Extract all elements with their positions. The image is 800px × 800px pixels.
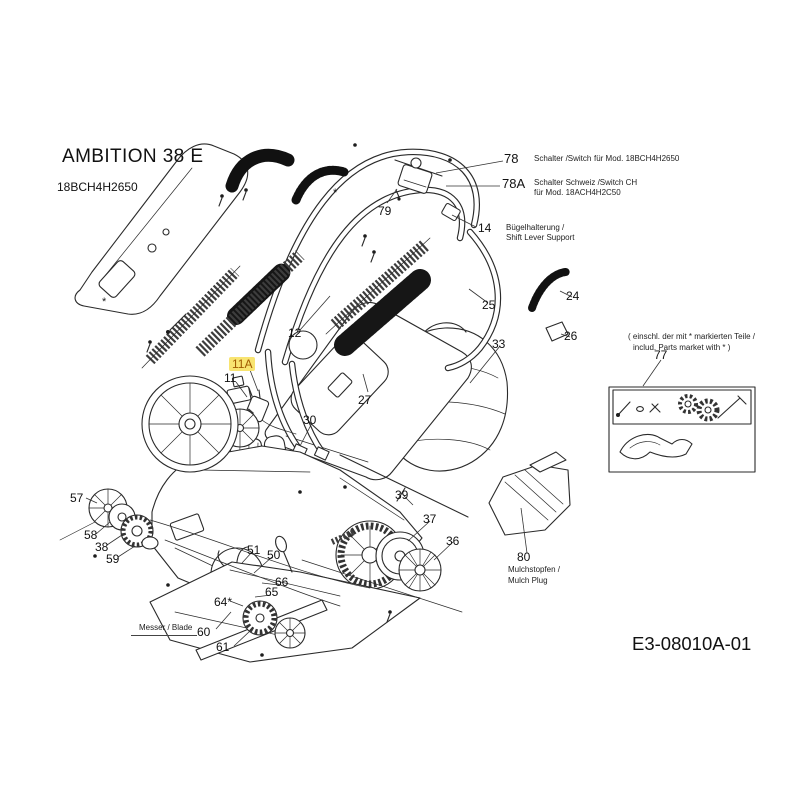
lower-handle-tubes [264,348,330,461]
callout-77[interactable]: 77 [654,348,668,362]
hardware-bits: * * [93,143,452,657]
note-included-1: ( einschl. der mit * markierten Teile / [628,332,756,341]
axle-rod [339,454,469,518]
callout-12[interactable]: 12 [288,326,302,340]
page-title: AMBITION 38 E [62,146,204,167]
control-panel-housing [74,143,349,315]
note-included-2: includ. Parts market with * ) [633,343,731,352]
callout-24[interactable]: 24 [566,289,580,303]
callout-58[interactable]: 58 [84,528,98,542]
note-mulch-1: Mulchstopfen / [508,565,561,574]
right-wheel-stack [335,520,442,592]
callout-64[interactable]: 64* [214,595,233,609]
callout-65[interactable]: 65 [265,585,279,599]
note-switch-model: für Mod. 18BCH4H2650 [594,154,680,163]
callout-36[interactable]: 36 [446,534,460,548]
parts-kit-box [608,386,756,473]
callout-14[interactable]: 14 [478,221,492,235]
callout-11[interactable]: 11 [224,371,237,385]
svg-text:*: * [333,187,338,199]
callout-33[interactable]: 33 [492,337,506,351]
callout-25[interactable]: 25 [482,298,496,312]
note-switch-ch-2: für Mod. 18ACH4H2C50 [534,188,621,197]
shift-lever-support [441,202,461,222]
rear-strip-parts [528,268,570,342]
upper-cover-panel [264,302,472,481]
note-shift-lever-2: Shift Lever Support [506,233,575,242]
callout-37[interactable]: 37 [423,512,437,526]
model-number: 18BCH4H2650 [57,180,138,194]
callout-51[interactable]: 51 [247,543,261,557]
callout-38[interactable]: 38 [95,540,109,554]
callout-78[interactable]: 78 [504,151,519,166]
svg-text:*: * [102,296,107,308]
callout-78A[interactable]: 78A [502,176,526,191]
callout-79[interactable]: 79 [378,204,392,218]
rear-left-wheel [141,375,239,473]
callout-60[interactable]: 60 [197,625,211,639]
callout-27[interactable]: 27 [358,393,372,407]
left-wheel-set [59,488,159,550]
mulch-plug [488,451,571,536]
note-switch: Schalter /Switch [534,154,592,163]
callout-66[interactable]: 66 [275,575,289,589]
note-shift-lever-1: Bügelhalterung / [506,223,565,232]
callout-59[interactable]: 59 [106,552,120,566]
control-cables [149,519,371,607]
bottom-wheels [242,600,306,649]
drawing-number: E3-08010A-01 [632,633,752,654]
callout-61[interactable]: 61 [216,640,230,654]
callout-39[interactable]: 39 [395,488,409,502]
callout-80[interactable]: 80 [517,550,531,564]
right-lower-tube [444,228,502,372]
blade-note-underline [131,635,197,636]
callout-57[interactable]: 57 [70,491,84,505]
callout-26[interactable]: 26 [564,329,578,343]
note-switch-ch-1: Schalter Schweiz /Switch CH [534,178,638,187]
springs-and-cables [141,237,431,369]
callout-11A[interactable]: 11A [229,357,256,371]
note-blade: Messer / Blade [139,623,193,632]
note-mulch-2: Mulch Plug [508,576,548,585]
callout-50[interactable]: 50 [267,548,281,562]
switch-assembly [395,157,433,201]
callout-30[interactable]: 30 [303,413,317,427]
leader-lines [85,160,662,647]
